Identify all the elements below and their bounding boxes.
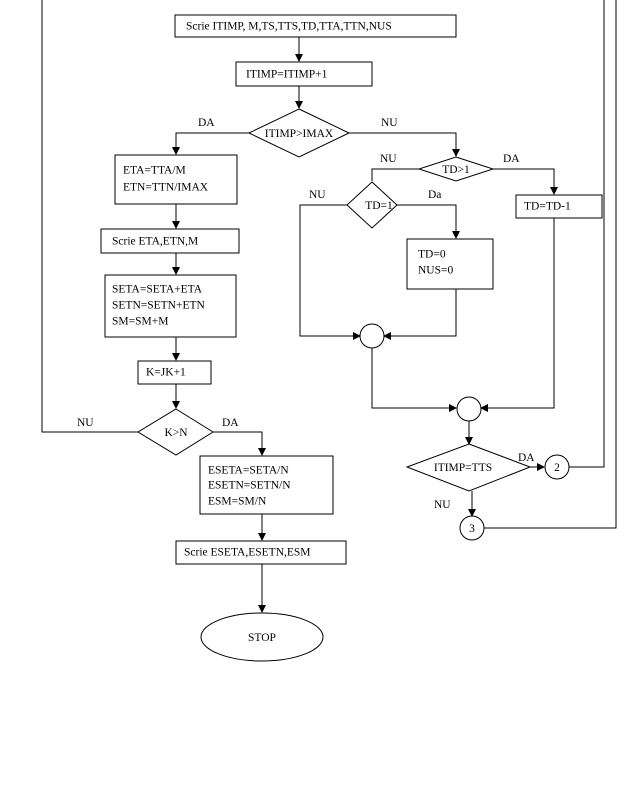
process-eseta-line3: ESM=SM/N bbox=[208, 496, 267, 508]
label-td-gt-nu: NU bbox=[380, 153, 397, 165]
decision-itimp-eq-tts-label: ITIMP=TTS bbox=[434, 462, 492, 474]
label-kn-nu: NU bbox=[77, 417, 94, 429]
process-seta: SETA=SETA+ETA SETN=SETN+ETN SM=SM+M bbox=[104, 274, 237, 338]
label-imax-nu: NU bbox=[381, 117, 398, 129]
label-tts-nu: NU bbox=[434, 499, 451, 511]
process-td-decrement: TD=TD-1 bbox=[515, 194, 603, 219]
decision-itimp-eq-tts: ITIMP=TTS bbox=[405, 443, 532, 492]
edge-tdeq-nu bbox=[299, 204, 361, 340]
process-write-start: Scrie ITIMP, M,TS,TTS,TD,TTA,TTN,NUS bbox=[174, 14, 457, 38]
edge-merge1-to-merge2 bbox=[371, 348, 457, 412]
edge-tdeq-da bbox=[397, 204, 460, 239]
label-tts-da: DA bbox=[518, 452, 535, 464]
process-write-eta: Scrie ETA,ETN,M bbox=[100, 228, 240, 254]
connector-3-label: 3 bbox=[469, 523, 475, 535]
process-k-increment-label: K=JK+1 bbox=[146, 367, 186, 379]
process-td-zero-line2: NUS=0 bbox=[418, 265, 453, 277]
process-seta-line1: SETA=SETA+ETA bbox=[112, 284, 203, 296]
connector-3: 3 bbox=[459, 515, 485, 541]
process-write-eseta-label: Scrie ESETA,ESETN,ESM bbox=[184, 547, 311, 559]
process-write-start-label: Scrie ITIMP, M,TS,TTS,TD,TTA,TTN,NUS bbox=[186, 21, 392, 33]
branch-labels: DA NU NU DA NU Da NU DA DA NU bbox=[77, 117, 535, 511]
decision-td-gt-1-label: TD>1 bbox=[442, 164, 470, 176]
decision-itimp-gt-imax: ITIMP>IMAX bbox=[247, 108, 351, 158]
process-eseta: ESETA=SETA/N ESETN=SETN/N ESM=SM/N bbox=[199, 455, 334, 515]
label-td-gt-da: DA bbox=[503, 153, 520, 165]
process-td-decrement-label: TD=TD-1 bbox=[524, 201, 571, 213]
process-itimp-increment: ITIMP=ITIMP+1 bbox=[235, 61, 373, 87]
edge-connector2-loop bbox=[569, 0, 605, 468]
decision-td-gt-1: TD>1 bbox=[417, 156, 495, 182]
connector-lines bbox=[41, 0, 617, 613]
decision-td-eq-1: TD=1 bbox=[346, 181, 398, 229]
edge-connector3-loop bbox=[484, 0, 617, 529]
merge-circle-lower bbox=[456, 396, 482, 422]
process-eseta-line1: ESETA=SETA/N bbox=[208, 465, 289, 477]
process-eta-etn: ETA=TTA/M ETN=TTN/IMAX bbox=[114, 154, 238, 205]
edge-kn-nu bbox=[41, 0, 138, 433]
edge-imax-da bbox=[172, 132, 249, 155]
process-seta-line2: SETN=SETN+ETN bbox=[112, 300, 206, 312]
process-eta-line2: ETN=TTN/IMAX bbox=[123, 182, 209, 194]
decision-td-eq-1-label: TD=1 bbox=[365, 200, 393, 212]
process-td-zero: TD=0 NUS=0 bbox=[406, 238, 494, 290]
terminal-stop-label: STOP bbox=[248, 632, 276, 644]
edge-kn-da bbox=[213, 431, 266, 456]
edge-tdgt-nu bbox=[371, 168, 419, 181]
label-td-eq-nu: NU bbox=[309, 189, 326, 201]
connector-2: 2 bbox=[544, 454, 570, 480]
process-itimp-increment-label: ITIMP=ITIMP+1 bbox=[246, 69, 328, 81]
terminal-stop: STOP bbox=[200, 612, 324, 662]
process-eseta-line2: ESETN=SETN/N bbox=[208, 480, 291, 492]
process-td-zero-line1: TD=0 bbox=[418, 249, 446, 261]
label-kn-da: DA bbox=[222, 417, 239, 429]
process-k-increment: K=JK+1 bbox=[137, 360, 212, 385]
decision-k-gt-n-label: K>N bbox=[164, 427, 188, 439]
merge-circle-upper bbox=[359, 323, 385, 349]
connector-2-label: 2 bbox=[554, 462, 560, 474]
edge-imax-nu bbox=[349, 132, 460, 157]
edge-tdzero-to-merge bbox=[383, 289, 457, 340]
label-td-eq-da: Da bbox=[428, 189, 441, 201]
process-write-eta-label: Scrie ETA,ETN,M bbox=[112, 236, 198, 248]
edge-tddec-to-merge2 bbox=[480, 218, 555, 412]
process-seta-line3: SM=SM+M bbox=[112, 316, 168, 328]
label-imax-da: DA bbox=[198, 117, 215, 129]
process-eta-line1: ETA=TTA/M bbox=[123, 165, 186, 177]
edge-tdgt-da bbox=[493, 168, 558, 195]
decision-k-gt-n: K>N bbox=[137, 408, 214, 456]
process-write-eseta: Scrie ESETA,ESETN,ESM bbox=[175, 540, 347, 565]
decision-itimp-gt-imax-label: ITIMP>IMAX bbox=[265, 128, 334, 140]
